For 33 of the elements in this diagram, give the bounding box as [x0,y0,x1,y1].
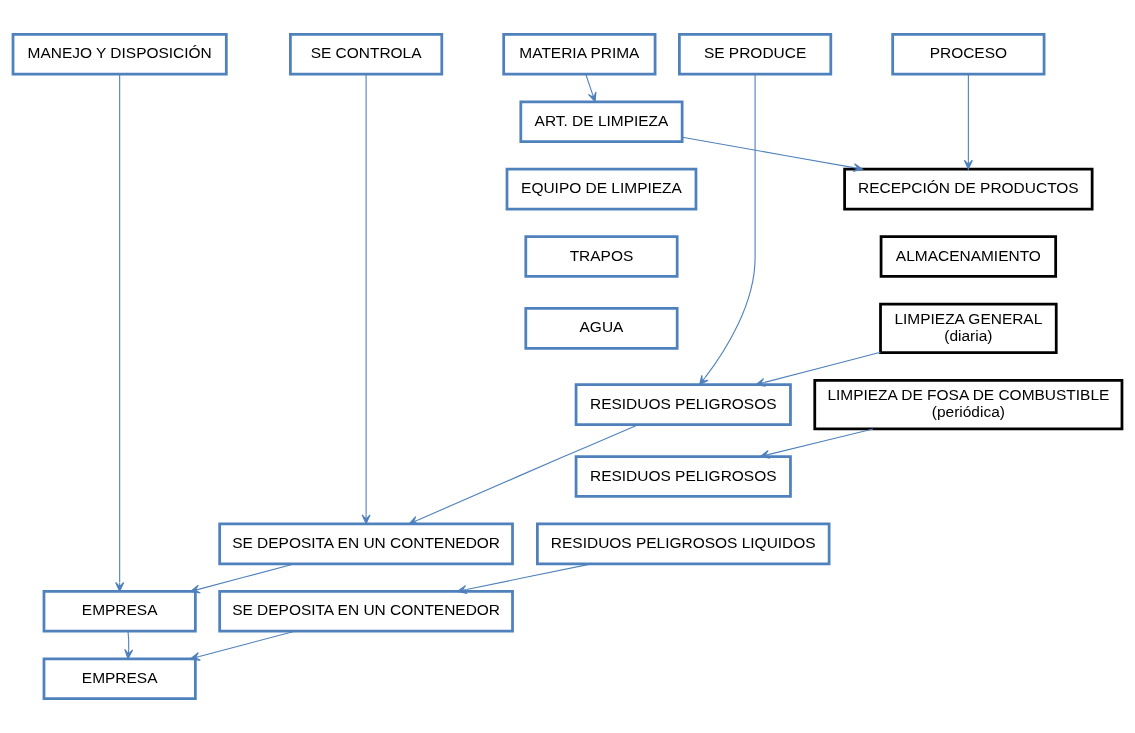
node-box: ART. DE LIMPIEZA [519,100,684,143]
node-box: SE DEPOSITA EN UN CONTENEDOR [218,590,514,633]
node-box: RESIDUOS PELIGROSOS LIQUIDOS [536,522,831,566]
arrow [115,73,125,592]
node-box: EMPRESA [42,657,197,700]
node-box: MATERIA PRIMA [502,33,657,76]
arrow [190,563,296,594]
node-box: SE CONTROLA [289,33,444,76]
arrow [755,351,882,387]
arrow [457,563,593,595]
node-box: TRAPOS [524,235,679,278]
node-box: RESIDUOS PELIGROSOS [574,455,792,498]
node-box: EMPRESA [42,590,197,633]
arrow [681,136,864,173]
arrow [408,424,640,525]
node-box: AGUA [524,307,679,350]
arrow [124,630,134,660]
node-box: LIMPIEZA DE FOSA DE COMBUSTIBLE (periódica) [813,378,1124,431]
arrow [699,73,756,386]
node-box: PROCESO [891,33,1046,76]
node-box: EQUIPO DE LIMPIEZA [505,167,698,211]
arrow [361,73,371,525]
node-box: SE PRODUCE [678,33,833,76]
arrow [963,73,973,170]
node-box: RESIDUOS PELIGROSOS [574,383,792,426]
node-box: RECEPCIÓN DE PRODUCTOS [843,167,1094,211]
node-box: LIMPIEZA GENERAL (diaria) [879,302,1058,355]
node-box: ALMACENAMIENTO [879,235,1058,278]
arrow [759,428,874,459]
node-box: SE DEPOSITA EN UN CONTENEDOR [218,522,514,566]
arrow [585,73,597,103]
node-box: MANEJO Y DISPOSICIÓN [11,33,228,76]
arrow [190,630,296,661]
